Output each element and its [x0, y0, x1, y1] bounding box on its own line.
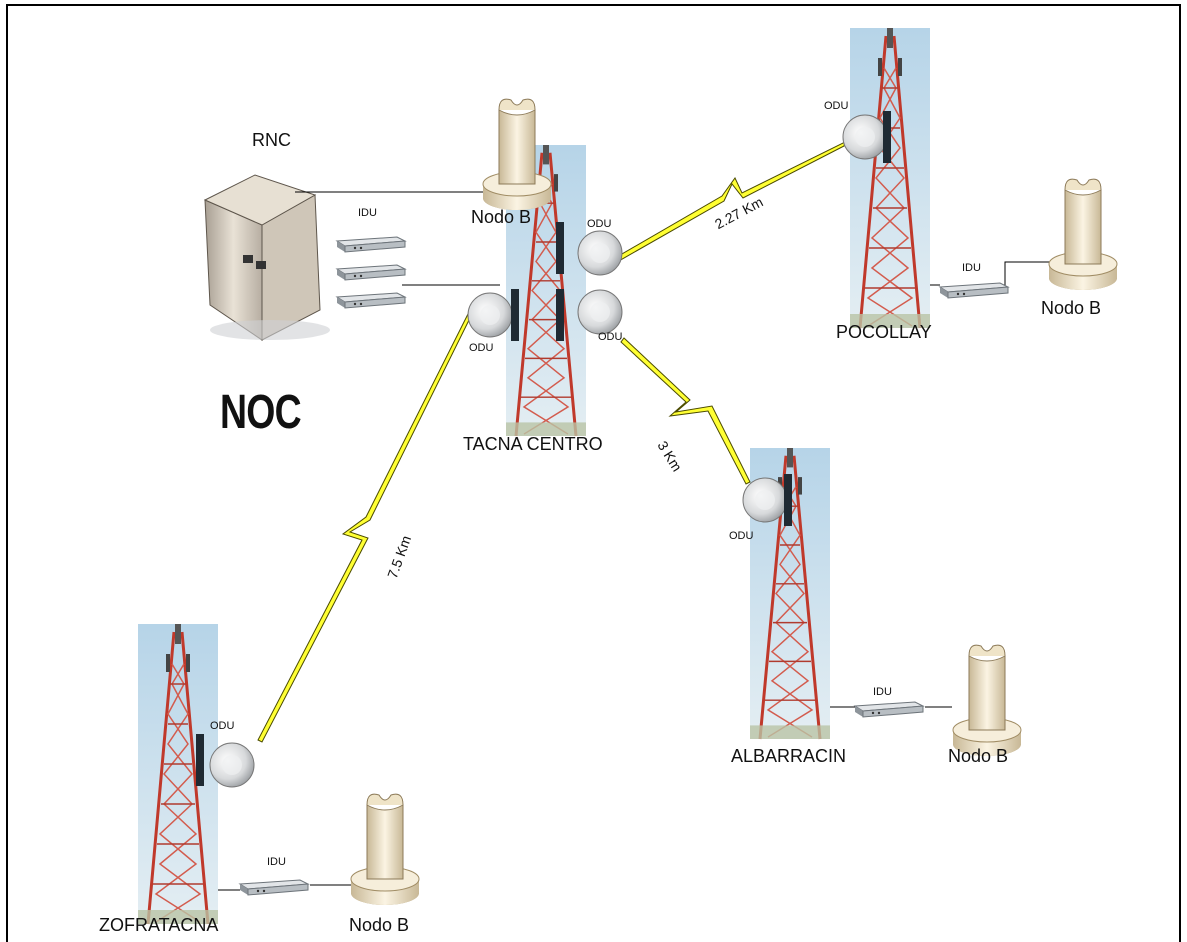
- link-zofratacna: [257, 309, 474, 743]
- odu-zofratacna-label: ODU: [210, 720, 235, 732]
- nodo-b-tacna-label: Nodo B: [471, 207, 532, 227]
- idu-albarracin: [854, 701, 924, 718]
- odu-tacna-3-label: ODU: [469, 342, 494, 354]
- rnc-label: RNC: [252, 130, 291, 150]
- noc-idu-2: [336, 264, 406, 281]
- tower-zofratacna: [136, 622, 220, 926]
- site-name-tacna-centro: TACNA CENTRO: [463, 434, 603, 454]
- noc-label: NOC: [220, 386, 302, 439]
- idu-pocollay-label: IDU: [962, 262, 981, 274]
- odu-pocollay-label: ODU: [824, 100, 849, 112]
- diagram-frame: [6, 4, 1181, 942]
- nodo-b-albarracin: [952, 644, 1022, 757]
- noc-idu-3: [336, 292, 406, 309]
- site-name-pocollay: POCOLLAY: [836, 322, 932, 342]
- link-pocollay: [614, 141, 846, 263]
- tower-pocollay: [848, 26, 932, 330]
- idu-albarracin-label: IDU: [873, 686, 892, 698]
- nodo-b-zofratacna: [350, 793, 420, 906]
- nodo-b-zofratacna-label: Nodo B: [349, 915, 410, 935]
- link-albarracin: [620, 337, 751, 485]
- noc-idu-label: IDU: [358, 207, 377, 219]
- nodo-b-pocollay: [1048, 178, 1118, 291]
- idu-pocollay: [939, 282, 1009, 299]
- nodo-b-albarracin-label: Nodo B: [948, 746, 1009, 766]
- odu-tacna-3: [467, 289, 519, 341]
- idu-zofratacna: [239, 879, 309, 896]
- site-name-zofratacna: ZOFRATACNA: [99, 915, 219, 935]
- rnc-server-rack: [203, 174, 330, 341]
- nodo-b-pocollay-label: Nodo B: [1041, 298, 1102, 318]
- odu-tacna-1-label: ODU: [587, 218, 612, 230]
- odu-albarracin-label: ODU: [729, 530, 754, 542]
- site-name-albarracin: ALBARRACIN: [731, 746, 847, 766]
- idu-zofratacna-label: IDU: [267, 856, 286, 868]
- noc-idu-1: [336, 236, 406, 253]
- odu-tacna-2-label: ODU: [598, 331, 623, 343]
